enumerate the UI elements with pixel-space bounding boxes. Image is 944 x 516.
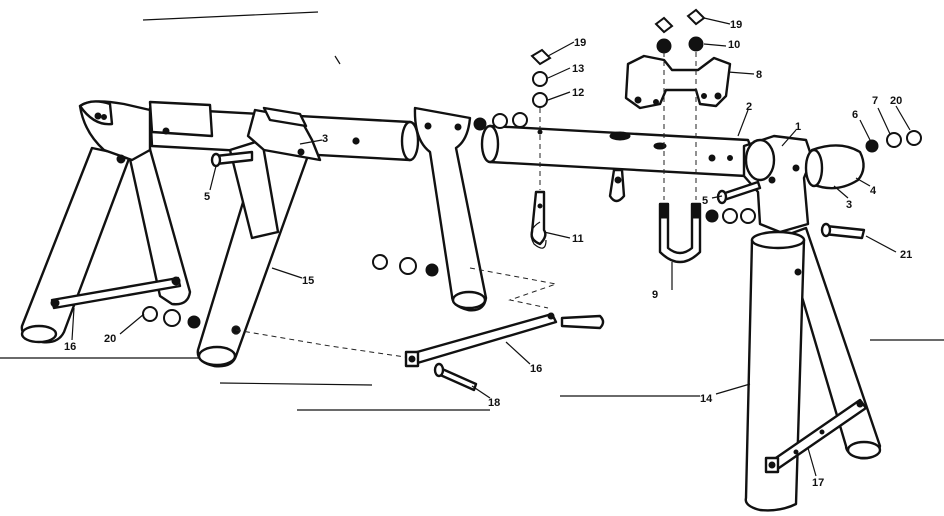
callout-17: 17 — [812, 477, 824, 489]
right-a-frame — [744, 226, 882, 512]
callout-12: 12 — [572, 87, 584, 99]
callout-16-left: 16 — [64, 341, 76, 353]
callout-13: 13 — [572, 63, 584, 75]
callout-1: 1 — [795, 121, 801, 133]
left-back-leg — [126, 133, 192, 306]
bracket-nuts — [654, 8, 706, 200]
callout-20-left: 20 — [104, 333, 116, 345]
nut-group-left — [142, 306, 201, 329]
callout-7: 7 — [872, 95, 878, 107]
hook-11 — [530, 190, 547, 249]
leader-lines — [71, 17, 911, 477]
callout-21: 21 — [900, 249, 912, 261]
callout-19-right: 19 — [730, 19, 742, 31]
callout-labels: 1 2 3 3 4 5 5 6 7 8 9 10 11 12 13 14 15 … — [64, 19, 912, 489]
callout-15: 15 — [302, 275, 314, 287]
hook-under-tube — [608, 168, 626, 203]
callout-11: 11 — [572, 233, 584, 245]
center-back-leg — [228, 138, 280, 240]
callout-2: 2 — [746, 101, 752, 113]
callout-18: 18 — [488, 397, 500, 409]
bottom-brace-16 — [404, 312, 605, 368]
callout-4: 4 — [870, 185, 877, 197]
u-bolt-9 — [658, 202, 702, 264]
callout-19-left: 19 — [574, 37, 586, 49]
bracket-8 — [624, 54, 732, 110]
scan-marks — [0, 11, 944, 411]
callout-6: 6 — [852, 109, 858, 121]
left-a-frame — [20, 100, 192, 344]
tube-end-nuts — [473, 112, 528, 131]
center-right-leg — [413, 106, 488, 312]
left-front-leg-end — [20, 324, 58, 344]
bolt-18 — [433, 362, 478, 392]
end-cap-4 — [804, 144, 865, 190]
right-front-leg-14 — [744, 238, 806, 512]
right-end-nuts — [865, 130, 922, 153]
hanger-stack — [530, 48, 552, 190]
center-a-frame — [196, 106, 322, 368]
right-top-tube — [480, 124, 753, 178]
nut-group-middle — [372, 254, 439, 277]
callout-5-left: 5 — [204, 191, 210, 203]
bolt-5-right — [716, 180, 762, 205]
fitting-nuts — [705, 208, 756, 224]
callout-10: 10 — [728, 39, 740, 51]
callout-8: 8 — [756, 69, 762, 81]
callout-3-left: 3 — [322, 133, 328, 145]
callout-5-right: 5 — [702, 195, 708, 207]
bolt-21 — [820, 222, 866, 240]
callout-14: 14 — [700, 393, 713, 405]
left-front-leg — [20, 146, 132, 344]
callout-9: 9 — [652, 289, 658, 301]
callout-16-bottom: 16 — [530, 363, 542, 375]
callout-3-right: 3 — [846, 199, 852, 211]
callout-20-right: 20 — [890, 95, 902, 107]
